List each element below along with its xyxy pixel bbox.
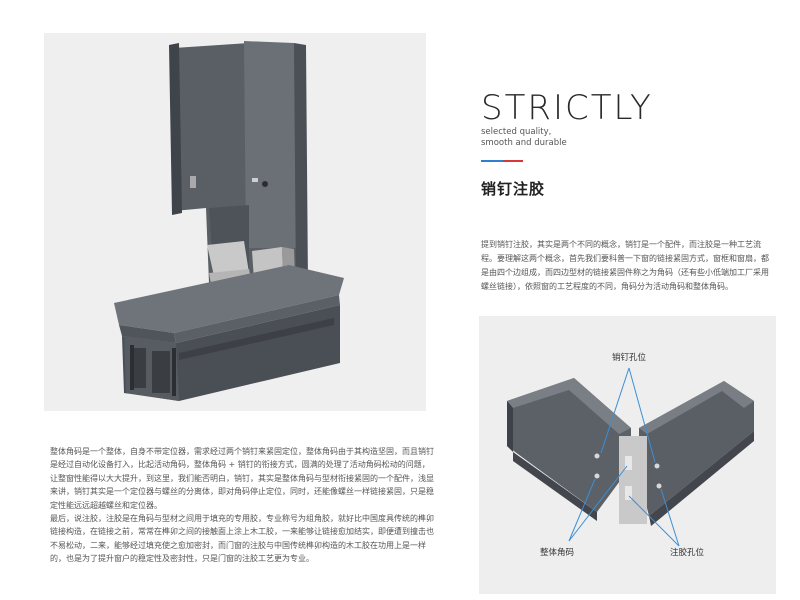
heading-strictly: STRICTLY xyxy=(481,88,653,128)
body-text: 整体角码是一个整体，自身不带定位器，需求经过两个销钉来紧固定位，整体角码由于其构… xyxy=(50,445,435,566)
corner-joint-illustration: 销钉孔位 整体角码 注胶孔位 xyxy=(507,352,754,558)
subheading-line-2: smooth and durable xyxy=(481,138,567,148)
label-glue-hole: 注胶孔位 xyxy=(670,547,705,558)
section-title: 销钉注胶 xyxy=(481,180,546,198)
subheading-line-1: selected quality, xyxy=(481,127,552,137)
label-pin-hole: 销钉孔位 xyxy=(612,352,647,363)
intro-paragraph: 提到销钉注胶，其实是两个不同的概念，销钉是一个配件，而注胶是一种工艺流程。要理解… xyxy=(481,240,769,291)
body-paragraph-1: 整体角码是一个整体，自身不带定位器，需求经过两个销钉来紧固定位，整体角码由于其构… xyxy=(50,447,434,510)
corner-joint-diagram: 销钉孔位 整体角码 注胶孔位 xyxy=(479,316,776,594)
body-paragraph-2: 最后，说注胶，注胶是在角码与型材之间用于填充的专用胶，专业称号为组角胶，就好比中… xyxy=(50,514,434,564)
product-photo xyxy=(44,33,426,411)
accent-bar-red xyxy=(503,160,523,162)
accent-bar-blue xyxy=(481,160,503,162)
aluminum-profile-illustration xyxy=(114,41,344,401)
label-corner-bracket: 整体角码 xyxy=(540,547,574,558)
